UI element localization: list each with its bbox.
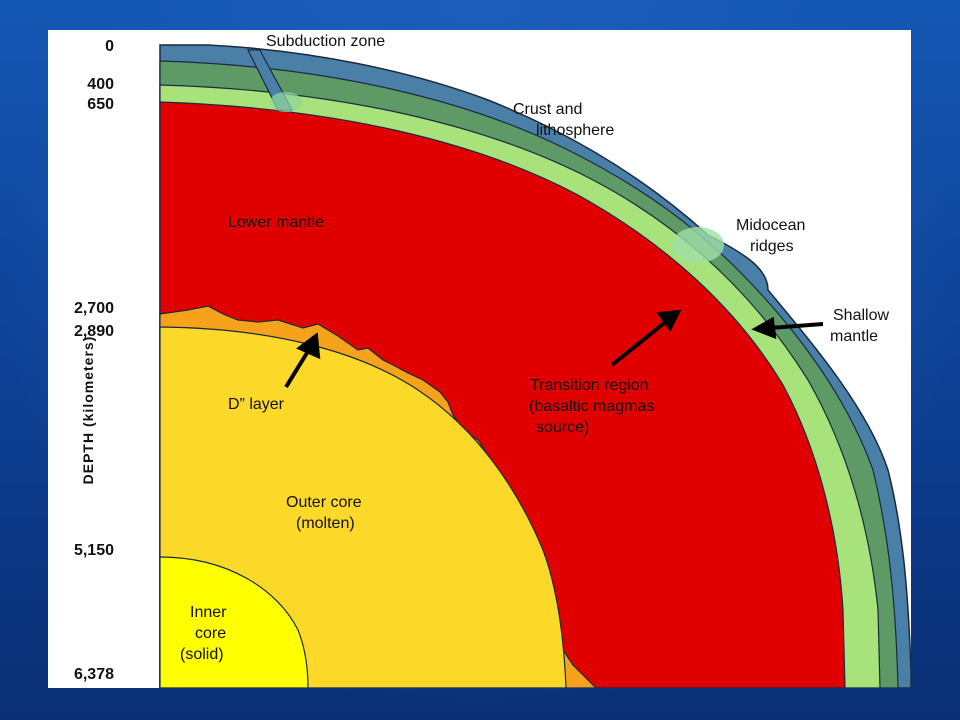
label-outer-core-line2: (molten) xyxy=(296,515,355,532)
depth-label-6378: 6,378 xyxy=(73,666,114,683)
inner-core-layer xyxy=(159,556,309,688)
label-d-layer: D” layer xyxy=(228,396,285,413)
label-transition-line1: Transition region xyxy=(530,377,649,394)
dlayer-arrow xyxy=(284,332,321,389)
label-transition-line2: (basaltic magmas xyxy=(529,398,655,415)
subduction-plume xyxy=(270,92,302,112)
depth-label-400: 400 xyxy=(87,76,114,93)
label-lower-mantle: Lower mantle xyxy=(228,214,325,231)
shallow-mantle-arrow xyxy=(751,316,824,340)
earth-interior-diagram xyxy=(159,44,911,688)
label-midocean-line2: ridges xyxy=(750,238,794,255)
label-subduction-zone: Subduction zone xyxy=(266,33,386,50)
depth-label-5150: 5,150 xyxy=(73,542,114,559)
depth-label-2890: 2,890 xyxy=(73,323,114,340)
depth-label-2700: 2,700 xyxy=(73,300,114,317)
label-shallow-line2: mantle xyxy=(830,328,879,345)
depth-label-0: 0 xyxy=(105,38,114,55)
label-inner-core-line1: Inner xyxy=(190,604,227,621)
diagram-panel: DEPTH (kilometers) 0 400 650 2,700 2,890… xyxy=(48,30,911,688)
label-crust-line1: Crust and xyxy=(513,101,583,118)
label-inner-core-line3: (solid) xyxy=(180,646,224,663)
transition-arrow xyxy=(610,309,682,367)
label-crust-line2: lithosphere xyxy=(536,122,615,139)
midocean-ridge-plume xyxy=(672,227,724,263)
label-transition-line3: source) xyxy=(536,419,590,436)
label-midocean-line1: Midocean xyxy=(736,217,806,234)
label-outer-core-line1: Outer core xyxy=(286,494,362,511)
depth-label-650: 650 xyxy=(87,96,114,113)
label-shallow-line1: Shallow xyxy=(833,307,890,324)
label-inner-core-line2: core xyxy=(195,625,227,642)
